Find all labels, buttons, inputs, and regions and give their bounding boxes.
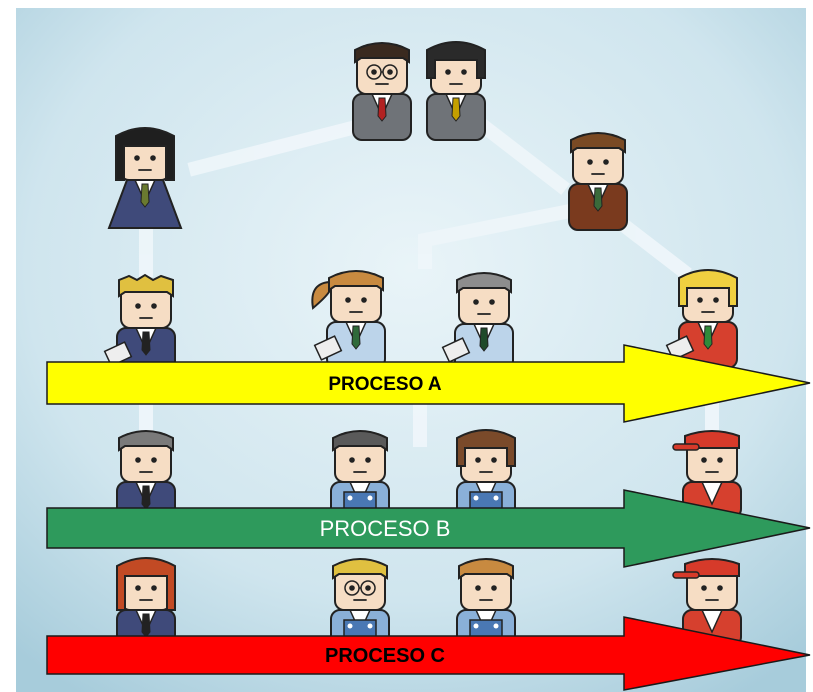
connector-top-right [476,118,570,195]
connector-mid [418,201,584,269]
executive-woman-icon [426,41,486,141]
executive-man-icon [352,42,412,141]
connector-top-left [187,119,361,177]
org-connectors [139,118,719,447]
director-man-icon [568,132,628,231]
staff-red-woman-icon [116,557,176,647]
process-arrow-b: PROCESO B [46,489,811,568]
worker-woman-icon [456,429,516,519]
arrow-shape [46,616,811,691]
clerk-man-icon [441,272,514,371]
process-label: PROCESO A [328,374,442,395]
arrow-shape [46,344,811,423]
director-woman-icon [107,127,183,229]
worker-glasses-icon [330,558,390,647]
staff-gray-man-icon [116,430,176,519]
worker-man-2-icon [456,558,516,647]
clerk-woman-icon [311,270,386,369]
process-label: PROCESO B [320,516,451,541]
manager-blonde-woman-icon [665,269,738,369]
process-arrow-a: PROCESO A [46,344,811,423]
worker-man-icon [330,430,390,519]
connector-right-down [620,220,692,280]
process-label: PROCESO C [325,645,445,667]
arrow-shape [46,489,811,568]
process-arrow-c: PROCESO C [46,616,811,691]
